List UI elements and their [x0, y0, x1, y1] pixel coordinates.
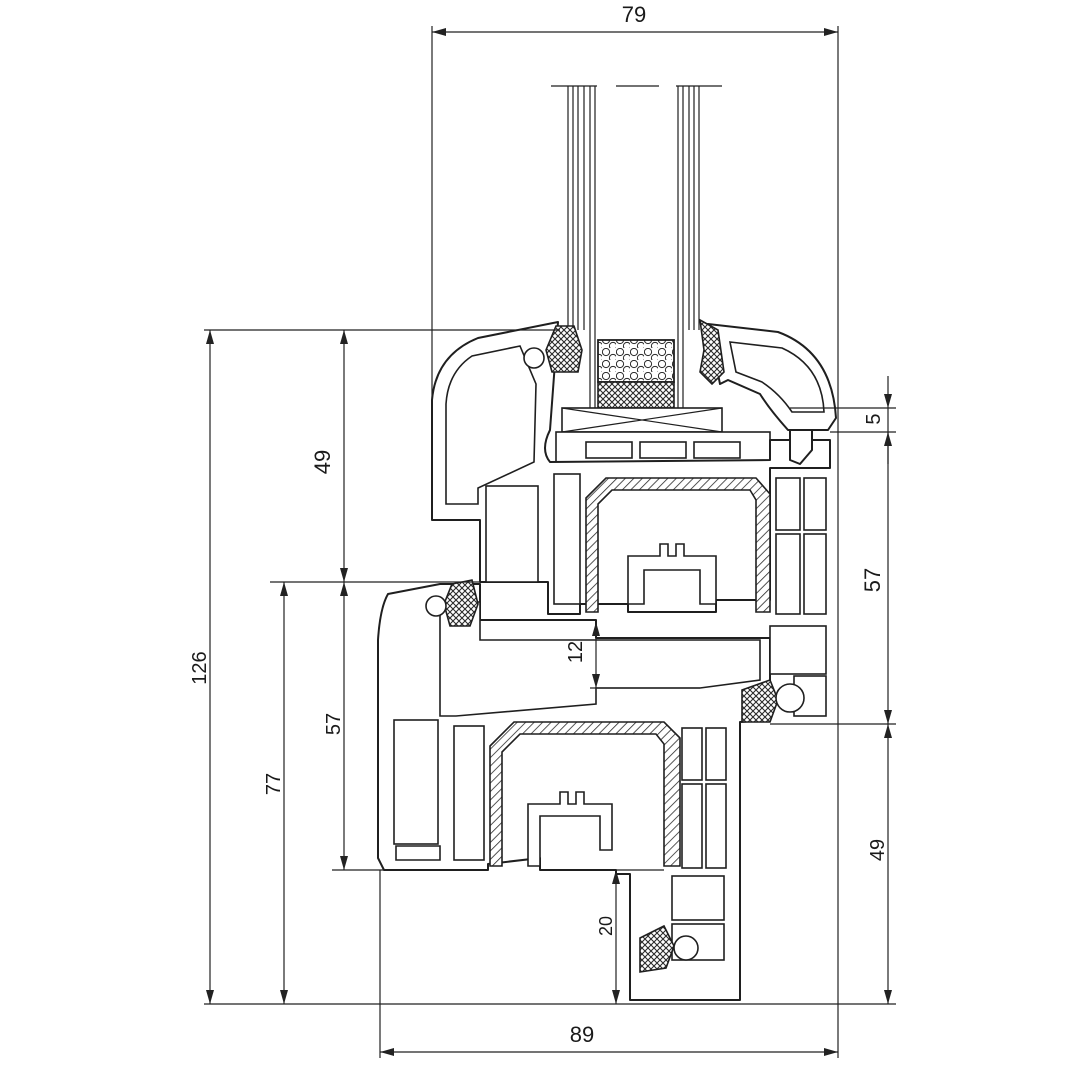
dimension-lines [204, 26, 896, 1058]
sash-chamber-5 [775, 533, 801, 615]
glass-pane-right [676, 85, 722, 408]
label-total-height: 126 [189, 651, 211, 684]
frame-right-chamber-a [769, 625, 827, 675]
sash-hardware-groove [627, 543, 717, 605]
label-glass-rebate: 5 [863, 413, 885, 424]
label-bottom-width: 89 [570, 1022, 594, 1047]
sash-chamber-2 [553, 473, 581, 605]
sash-chamber-6 [803, 533, 827, 615]
sash-chamber-4 [803, 477, 827, 531]
label-top-width: 79 [622, 2, 646, 27]
frame-chamber-7 [671, 875, 725, 921]
center-seal [741, 678, 779, 723]
bead-chamber [729, 341, 825, 413]
glazing-bridge [555, 431, 771, 463]
secondary-seal [597, 381, 675, 409]
frame-steel-reinforcement [489, 721, 681, 867]
drain-slot [395, 845, 441, 861]
sash-glazing-gasket [545, 325, 583, 373]
label-sash-height-left: 57 [323, 713, 345, 735]
label-drain: 20 [596, 916, 616, 936]
frame-stop-seal-clip [673, 935, 699, 961]
dimension-labels: 79 89 126 77 49 57 12 20 5 57 49 [189, 2, 889, 1047]
label-lower-frame-height: 77 [263, 773, 285, 795]
frame-chamber-4 [705, 727, 727, 781]
sash-chamber-1 [485, 485, 539, 583]
sash-gasket-clip [523, 347, 545, 369]
glass-pane-left [551, 85, 597, 408]
frame-stop-seal [639, 924, 675, 973]
desiccant-spacer [597, 339, 675, 383]
sash-profile [431, 318, 837, 615]
bead-clip [789, 429, 813, 465]
frame-chamber-1 [393, 719, 439, 845]
label-overlap: 12 [565, 641, 587, 663]
sash-steel-reinforcement [585, 477, 771, 613]
center-seal-clip [775, 683, 805, 713]
frame-chamber-2 [453, 725, 485, 861]
glazing-block [561, 407, 723, 433]
label-sash-upper: 49 [310, 450, 335, 474]
frame-hardware-groove [527, 791, 613, 867]
frame-chamber-3 [681, 727, 703, 781]
label-sash-height-right: 57 [860, 568, 885, 592]
bead-gasket [698, 318, 725, 386]
sash-chamber-upper-left [445, 345, 537, 505]
frame-seal-clip [425, 595, 447, 617]
sash-chamber-3 [775, 477, 801, 531]
label-frame-height-right: 49 [867, 839, 889, 861]
frame-chamber-6 [705, 783, 727, 869]
glazing-unit [551, 85, 771, 463]
frame-chamber-5 [681, 783, 703, 869]
